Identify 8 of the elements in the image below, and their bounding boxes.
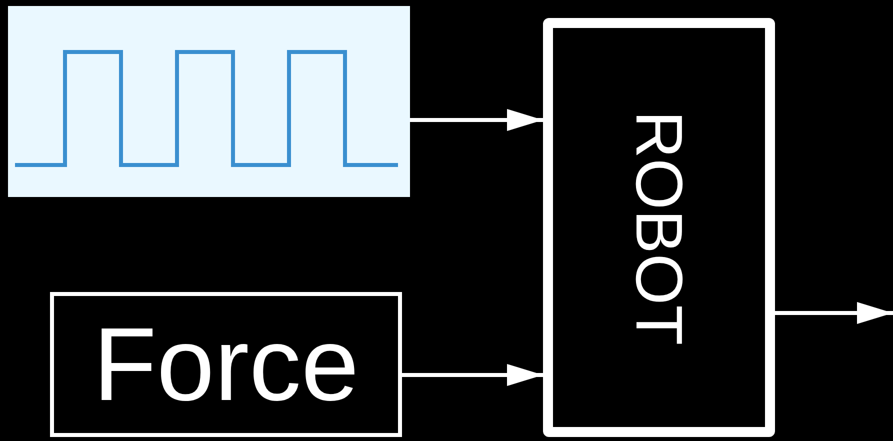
node-label: Force [93, 312, 359, 416]
robot-box [543, 18, 775, 437]
arrow [402, 364, 543, 386]
pulse-signal-picture [8, 6, 410, 197]
input-box [50, 292, 402, 437]
node-label: ROBOT [626, 110, 692, 345]
arrow [775, 302, 893, 324]
arrow [410, 109, 543, 131]
